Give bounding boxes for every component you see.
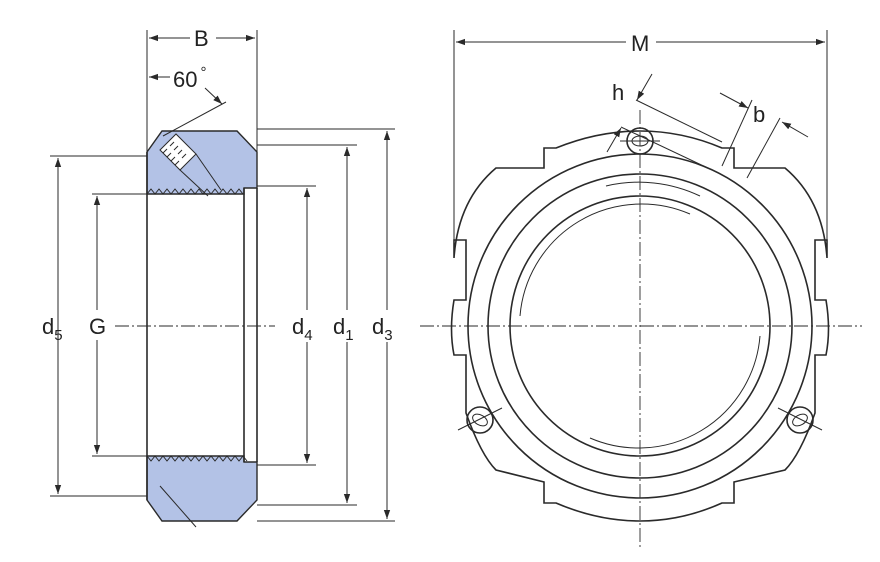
b-slot-extension-left xyxy=(721,99,753,167)
locking-screw xyxy=(159,133,222,197)
bottom-thread-teeth xyxy=(146,455,248,462)
h-label: h xyxy=(612,80,624,105)
angle-arrow-line xyxy=(204,87,223,105)
h-arrow-inner xyxy=(606,127,622,153)
angle-label: 60° xyxy=(173,64,206,92)
screw-hole-right xyxy=(777,406,823,434)
d5-label: d5 xyxy=(42,314,63,344)
thread-arc-bottom xyxy=(589,335,761,449)
h-extension-line-outer xyxy=(635,99,723,143)
m-label: M xyxy=(631,31,649,56)
h-arrow-outer xyxy=(636,73,653,101)
d1-label: d1 xyxy=(333,314,354,344)
thread-arc-top xyxy=(519,203,691,317)
front-view xyxy=(420,30,862,548)
screw-hole-top xyxy=(620,127,660,155)
bottom-section-fill xyxy=(146,455,258,522)
outer-contour-with-slots xyxy=(450,130,830,522)
b-slot-arrow-right xyxy=(781,121,809,138)
b-width-label: B xyxy=(194,26,209,51)
d3-label: d3 xyxy=(372,314,393,344)
screw-axis-line xyxy=(162,101,227,137)
inner-arc-mark xyxy=(605,181,701,197)
g-label: G xyxy=(89,314,106,339)
b-slot-extension-right xyxy=(746,117,781,179)
b-slot-label: b xyxy=(753,102,765,127)
h-extension-line-inner xyxy=(620,126,713,171)
bottom-screw-axis-line xyxy=(159,485,197,528)
screw-hole-left xyxy=(457,406,503,434)
b-slot-arrow-left xyxy=(719,92,749,109)
section-view xyxy=(50,30,395,528)
d4-label: d4 xyxy=(292,314,313,344)
